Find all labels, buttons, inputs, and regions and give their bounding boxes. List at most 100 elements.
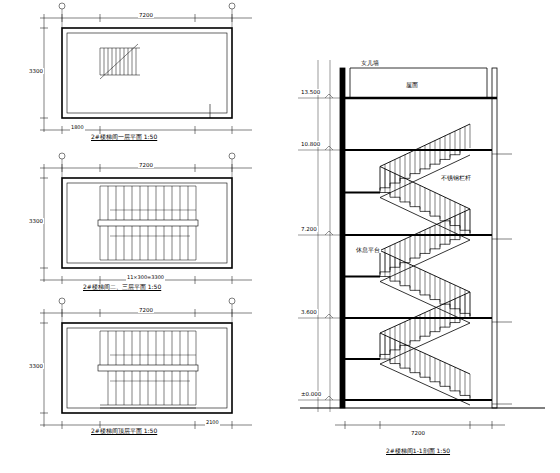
- cad-line: [450, 365, 451, 389]
- cad-line: [104, 48, 105, 75]
- cad-line: [180, 371, 181, 405]
- cad-line: [108, 186, 109, 220]
- dimension-text: 3300: [28, 218, 44, 224]
- cad-line: [345, 421, 346, 429]
- dimension-text: 3.600: [300, 309, 318, 315]
- cad-line: [140, 371, 141, 405]
- cad-line: [440, 278, 441, 302]
- cad-line: [465, 207, 466, 231]
- cad-line: [40, 28, 48, 29]
- cad-line: [110, 210, 196, 211]
- cad-line: [195, 309, 196, 317]
- stair-plan: [40, 298, 252, 429]
- cad-line: [455, 285, 456, 309]
- cad-line: [380, 251, 381, 275]
- cad-line: [140, 331, 141, 365]
- cad-line: [420, 185, 421, 209]
- cad-line: [62, 304, 63, 323]
- cad-line: [156, 331, 157, 365]
- cad-line: [400, 241, 401, 265]
- cad-line: [120, 48, 121, 75]
- dimension-text: 休息平台: [355, 247, 381, 253]
- cad-line: [460, 287, 461, 311]
- cad-line: [156, 186, 157, 220]
- cad-line: [116, 226, 117, 260]
- cad-line: [100, 186, 101, 220]
- cad-line: [108, 226, 109, 260]
- cad-line: [470, 124, 471, 148]
- cad-line: [460, 129, 461, 153]
- cad-line: [148, 186, 149, 220]
- cad-line: [329, 146, 333, 150]
- cad-line: [380, 167, 381, 191]
- cad-line: [470, 209, 471, 233]
- cad-line: [164, 186, 165, 220]
- cad-line: [435, 192, 436, 216]
- cad-line: [430, 190, 431, 214]
- cad-line: [345, 276, 380, 278]
- cad-line: [435, 308, 436, 332]
- cad-line: [405, 239, 406, 263]
- cad-line: [164, 331, 165, 365]
- inner-wall: [67, 183, 227, 263]
- cad-line: [124, 331, 125, 365]
- cad-line: [298, 318, 340, 319]
- cad-line: [100, 226, 101, 260]
- cad-line: [62, 126, 63, 134]
- cad-line: [188, 186, 189, 220]
- cad-line: [210, 104, 211, 118]
- cad-line: [62, 9, 63, 28]
- cad-line: [108, 371, 109, 405]
- cad-line: [110, 236, 190, 237]
- cad-line: [325, 396, 329, 400]
- cad-line: [124, 186, 125, 220]
- cad-line: [298, 98, 340, 99]
- cad-line: [132, 186, 133, 220]
- section-wall: [340, 68, 345, 408]
- cad-line: [116, 371, 117, 405]
- cad-line: [395, 326, 396, 350]
- cad-line: [325, 146, 329, 150]
- cad-line: [132, 371, 133, 405]
- cad-line: [405, 155, 406, 179]
- cad-line: [470, 209, 471, 233]
- cad-line: [116, 331, 117, 365]
- cad-line: [445, 280, 446, 304]
- cad-line: [470, 292, 471, 316]
- drawing-title: 2#楼梯间一层平面 1:50: [90, 134, 158, 141]
- cad-line: [435, 358, 436, 382]
- cad-line: [445, 303, 446, 327]
- outer-wall: [62, 178, 232, 268]
- cad-line: [425, 313, 426, 337]
- cad-line: [390, 328, 391, 352]
- cad-line: [148, 331, 149, 365]
- cad-line: [380, 167, 381, 191]
- outer-wall: [62, 323, 232, 413]
- cad-line: [195, 14, 196, 22]
- cad-line: [405, 262, 406, 286]
- cad-line: [196, 226, 197, 260]
- cad-line: [148, 371, 149, 405]
- dimension-text: 7200: [410, 430, 426, 436]
- cad-line: [196, 371, 197, 405]
- cad-line: [435, 276, 436, 300]
- cad-line: [196, 331, 197, 365]
- cad-line: [172, 331, 173, 365]
- cad-line: [188, 331, 189, 365]
- cad-line: [100, 14, 101, 22]
- dimension-text: 10.800: [300, 141, 321, 147]
- cad-line: [330, 60, 331, 412]
- cad-line: [430, 310, 431, 334]
- cad-line: [195, 126, 196, 134]
- cad-line: [445, 363, 446, 387]
- drawing-title: 2#楼梯间1-1剖面 1:50: [385, 448, 451, 455]
- cad-line: [100, 186, 196, 187]
- cad-line: [100, 309, 101, 317]
- cad-line: [124, 48, 125, 75]
- cad-line: [465, 126, 466, 150]
- cad-line: [492, 322, 512, 323]
- cad-line: [329, 94, 333, 98]
- cad-line: [318, 60, 319, 412]
- cad-line: [180, 226, 181, 260]
